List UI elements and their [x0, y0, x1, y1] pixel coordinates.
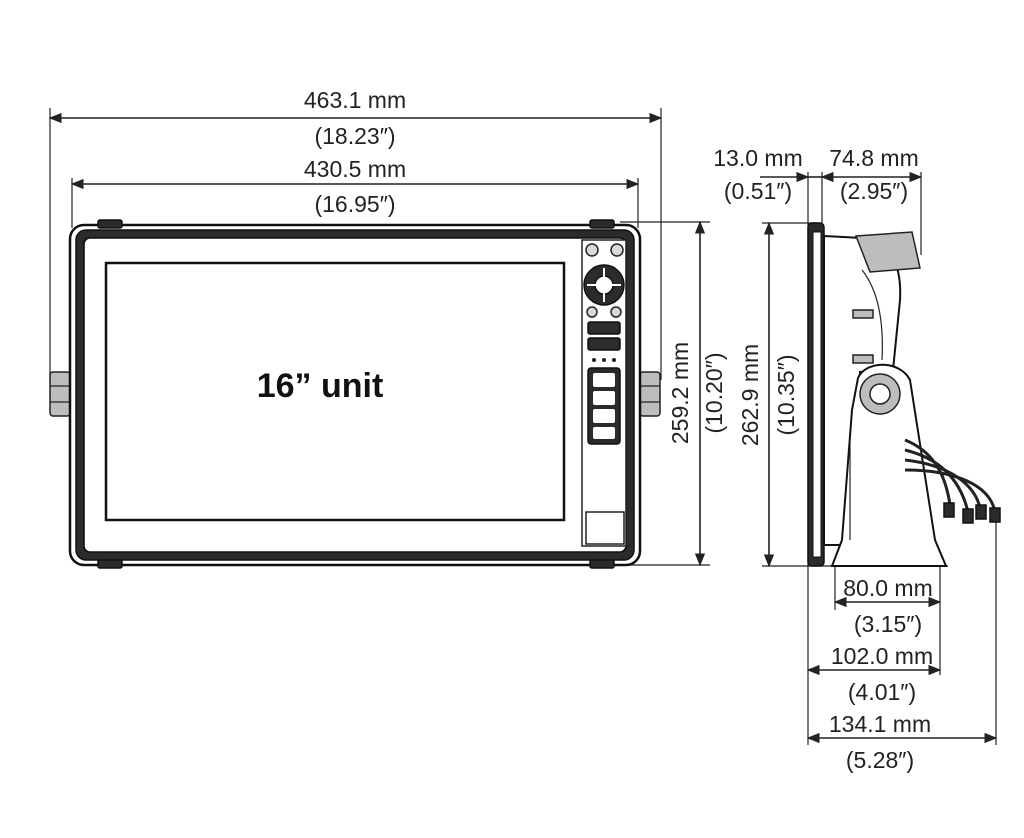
base-in: (3.15″) [854, 611, 922, 637]
left-mount-knob [49, 371, 71, 417]
base-mm: 80.0 mm [843, 575, 932, 601]
top-depth-in: (2.95″) [840, 178, 908, 204]
body-width-in: (16.95″) [314, 191, 395, 217]
bezel-depth-in: (0.51″) [724, 178, 792, 204]
front-height-in: (10.20″) [701, 352, 727, 433]
side-height-in: (10.35″) [773, 354, 799, 435]
side-height-mm: 262.9 mm [737, 344, 763, 446]
cables [904, 438, 1001, 524]
front-view: 16” unit 463.1 mm (18.23″) [48, 87, 727, 569]
unit-size-label: 16” unit [257, 367, 384, 405]
right-mount-knob [639, 371, 661, 417]
top-depth-mm: 74.8 mm [829, 145, 918, 171]
depth-in: (4.01″) [848, 679, 916, 705]
overall-width-in: (18.23″) [314, 123, 395, 149]
display-screen [104, 261, 566, 522]
body-width-mm: 430.5 mm [304, 156, 406, 182]
total-depth-mm: 134.1 mm [829, 711, 931, 737]
mount-bracket [830, 363, 948, 567]
keypad [581, 239, 627, 547]
overall-width-mm: 463.1 mm [304, 87, 406, 113]
bezel-depth-mm: 13.0 mm [713, 145, 802, 171]
front-height-mm: 259.2 mm [667, 342, 693, 444]
side-view: 13.0 mm (0.51″) 74.8 mm (2.95″) 262.9 mm… [713, 145, 1001, 773]
depth-mm: 102.0 mm [831, 643, 933, 669]
total-depth-in: (5.28″) [846, 747, 914, 773]
